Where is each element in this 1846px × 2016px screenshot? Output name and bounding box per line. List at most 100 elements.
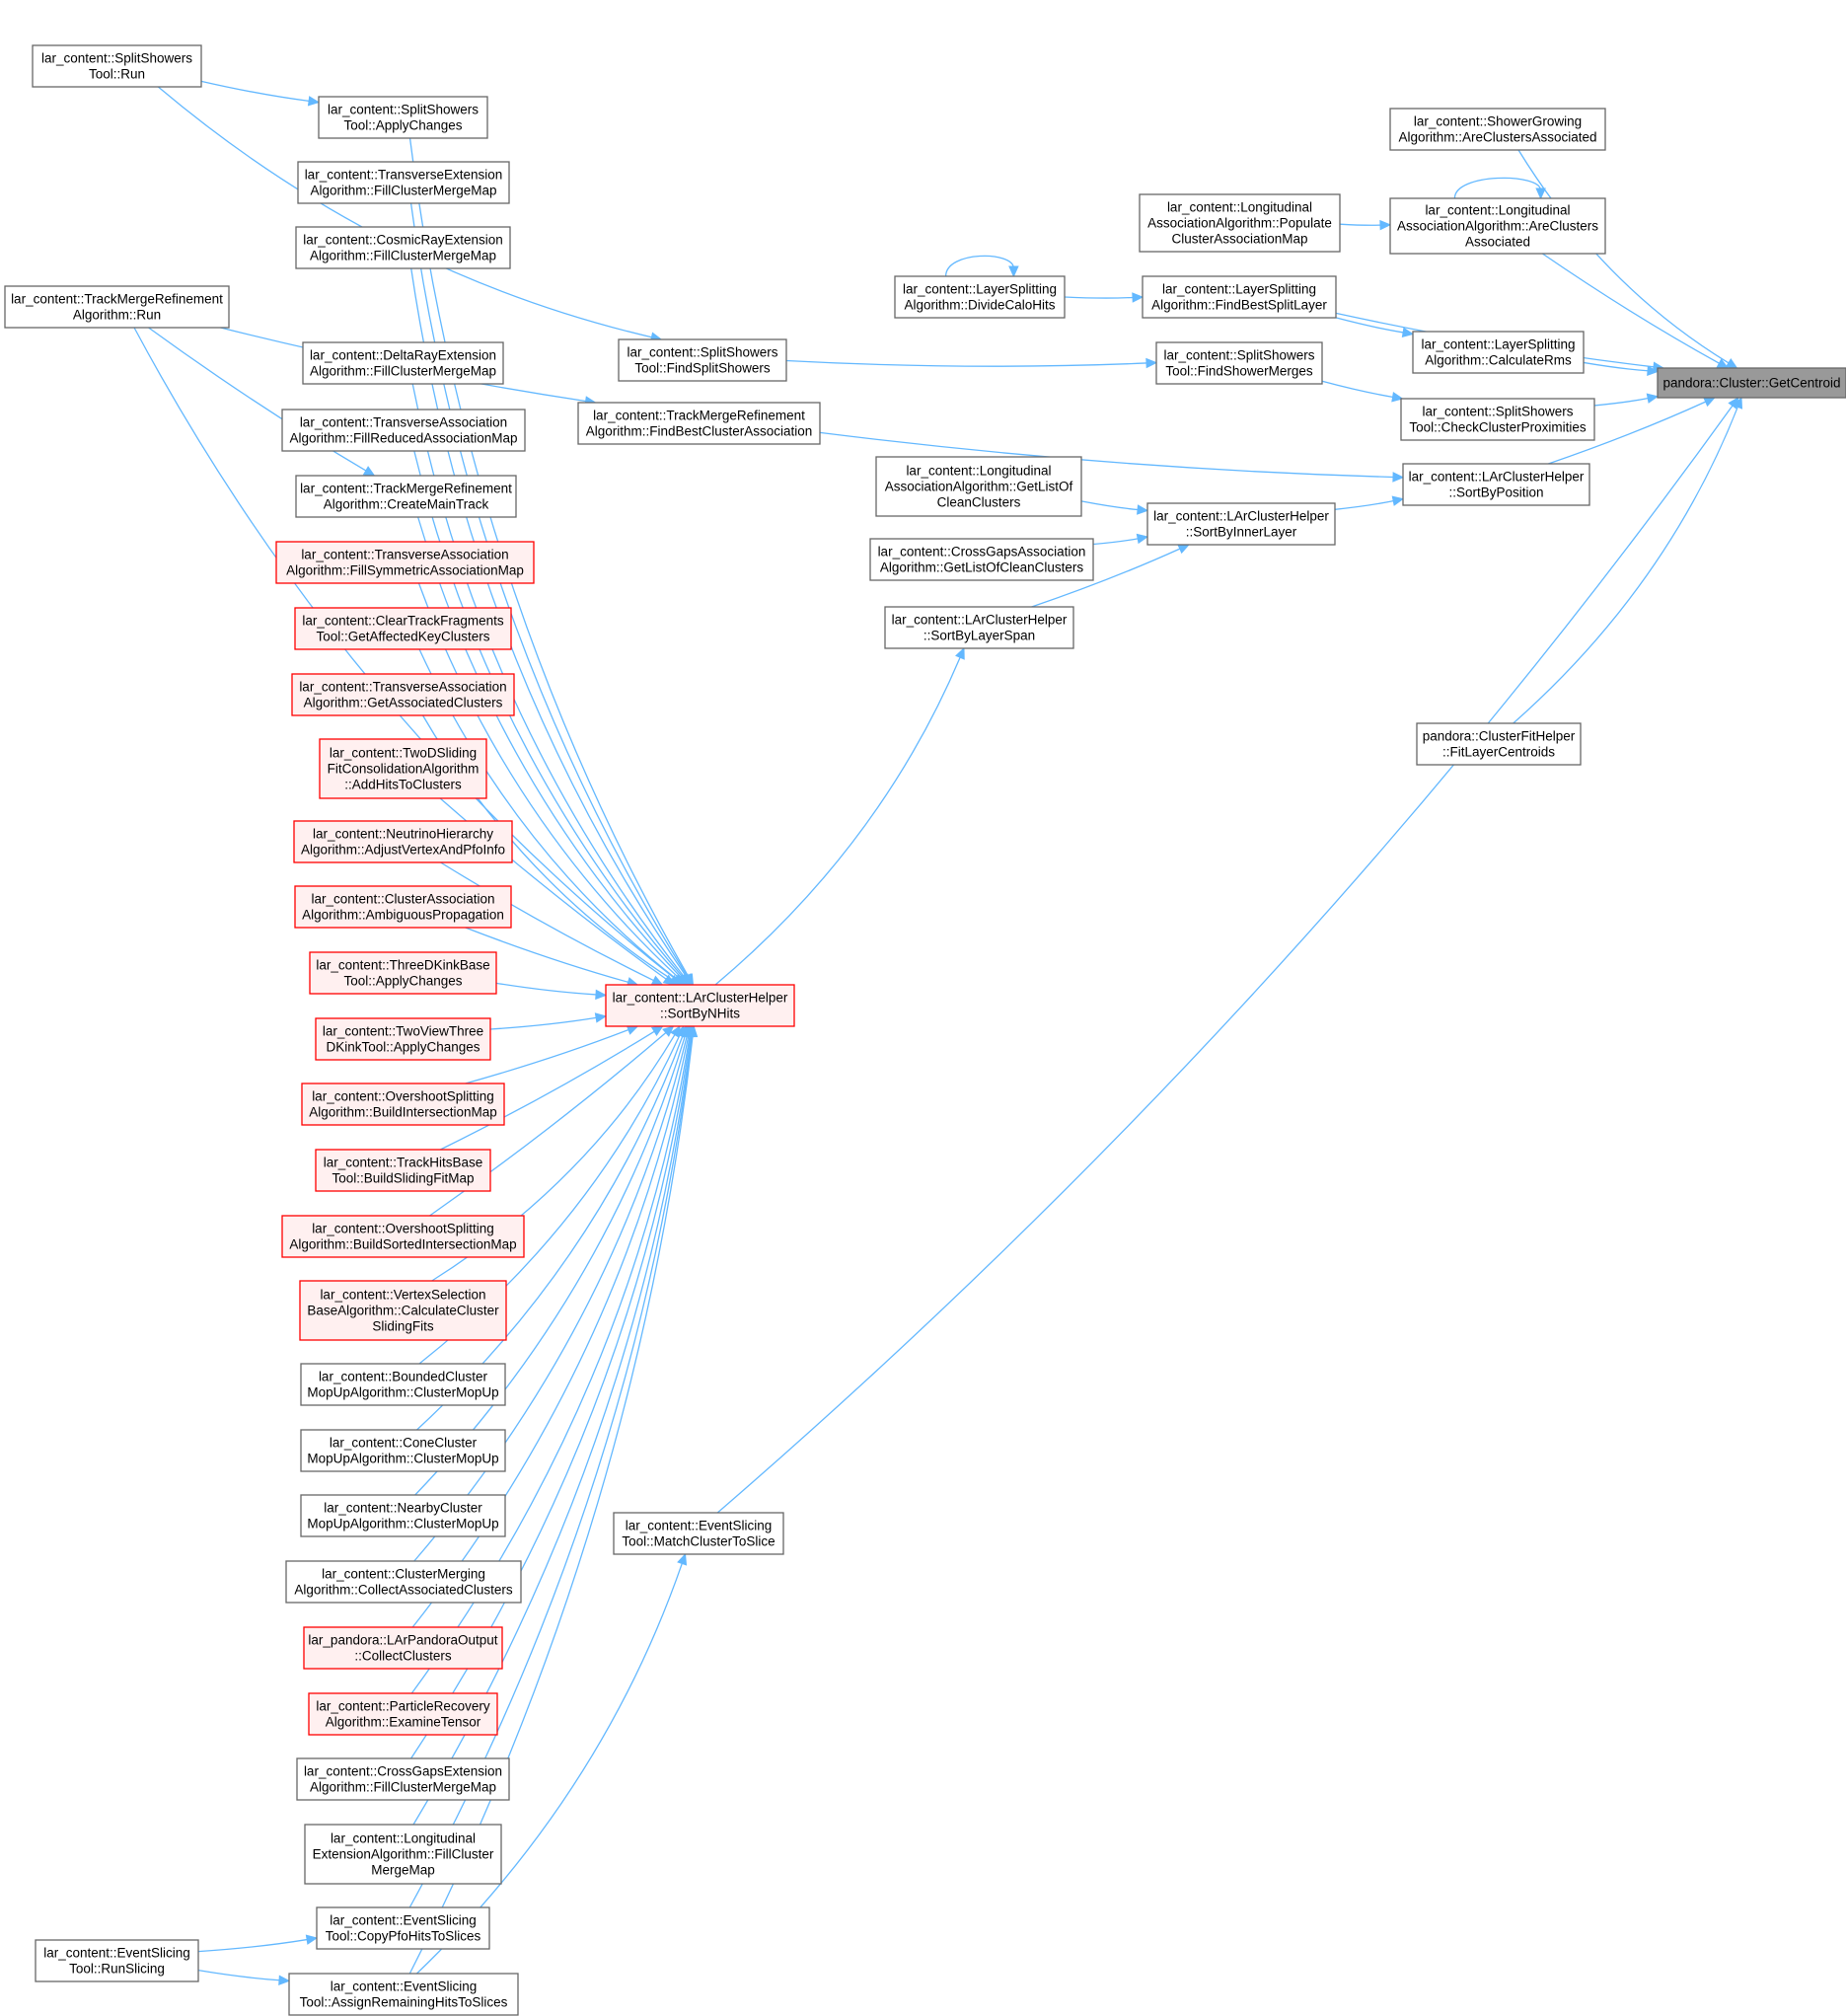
node-label-line: Algorithm::BuildSortedIntersectionMap bbox=[289, 1236, 516, 1251]
edge-line bbox=[197, 1938, 308, 1953]
node-teafcmm[interactable]: lar_content::TransverseExtensionAlgorith… bbox=[297, 161, 510, 204]
node-estmcts[interactable]: lar_content::EventSlicingTool::MatchClus… bbox=[613, 1512, 784, 1555]
node-laaca[interactable]: lar_content::LongitudinalAssociationAlgo… bbox=[1389, 197, 1606, 255]
node-praet[interactable]: lar_content::ParticleRecoveryAlgorithm::… bbox=[308, 1692, 498, 1736]
node-label-line: lar_content::OvershootSplitting bbox=[312, 1221, 494, 1235]
node-box bbox=[295, 226, 511, 269]
node-estrs[interactable]: lar_content::EventSlicingTool::RunSlicin… bbox=[35, 1939, 199, 1982]
node-tmrarun[interactable]: lar_content::TrackMergeRefinementAlgorit… bbox=[4, 285, 230, 329]
node-label-line: MopUpAlgorithm::ClusterMopUp bbox=[307, 1384, 498, 1399]
node-lchsbp[interactable]: lar_content::LArClusterHelper::SortByPos… bbox=[1402, 463, 1590, 506]
edge-sstccp-to-getcentroid bbox=[1593, 393, 1660, 407]
node-sstfsm[interactable]: lar_content::SplitShowersTool::FindShowe… bbox=[1155, 341, 1323, 385]
node-tvtdktac[interactable]: lar_content::TwoViewThreeDKinkTool::Appl… bbox=[315, 1017, 491, 1061]
node-cgaaglocc[interactable]: lar_content::CrossGapsAssociationAlgorit… bbox=[869, 538, 1094, 581]
node-label-line: lar_content::ParticleRecovery bbox=[316, 1698, 490, 1713]
node-creafcmm[interactable]: lar_content::CosmicRayExtensionAlgorithm… bbox=[295, 226, 511, 269]
node-taagac[interactable]: lar_content::TransverseAssociationAlgori… bbox=[291, 673, 515, 716]
edge-arrowhead bbox=[662, 974, 676, 986]
node-box bbox=[288, 1973, 519, 2016]
node-osabim[interactable]: lar_content::OvershootSplittingAlgorithm… bbox=[301, 1083, 505, 1126]
node-ncmuacmu[interactable]: lar_content::NearbyClusterMopUpAlgorithm… bbox=[300, 1494, 506, 1537]
edge-arrowhead bbox=[687, 1024, 699, 1038]
node-label-line: lar_content::ClusterMerging bbox=[322, 1566, 485, 1581]
node-lchsbil[interactable]: lar_content::LArClusterHelper::SortByInn… bbox=[1146, 502, 1336, 546]
node-sgaaca[interactable]: lar_content::ShowerGrowingAlgorithm::Are… bbox=[1389, 108, 1606, 151]
edge-line bbox=[1064, 296, 1134, 299]
edge-arrowhead bbox=[1646, 393, 1660, 404]
node-label-line: ::CollectClusters bbox=[354, 1648, 452, 1663]
node-label-line: Algorithm::AdjustVertexAndPfoInfo bbox=[301, 842, 505, 857]
node-thbtbsfm[interactable]: lar_content::TrackHitsBaseTool::BuildSli… bbox=[315, 1149, 491, 1192]
edge-line bbox=[200, 80, 310, 103]
edge-line bbox=[1321, 380, 1393, 398]
node-label-line: lar_content::LayerSplitting bbox=[903, 281, 1057, 296]
node-estcphts[interactable]: lar_content::EventSlicingTool::CopyPfoHi… bbox=[316, 1906, 490, 1950]
node-getcentroid[interactable]: pandora::Cluster::GetCentroid bbox=[1657, 367, 1846, 399]
node-label-line: lar_content::SplitShowers bbox=[328, 102, 479, 116]
node-box bbox=[275, 541, 535, 584]
edge-line bbox=[465, 1028, 629, 1084]
node-dreafcmm[interactable]: lar_content::DeltaRayExtensionAlgorithm:… bbox=[302, 341, 504, 385]
node-label-line: FitConsolidationAlgorithm bbox=[328, 761, 480, 776]
node-label-line: lar_content::LayerSplitting bbox=[1162, 281, 1316, 296]
edge-laaglocc-to-lchsbil bbox=[1080, 500, 1149, 515]
node-label-line: ::FitLayerCentroids bbox=[1442, 744, 1555, 759]
node-lsadch[interactable]: lar_content::LayerSplittingAlgorithm::Di… bbox=[894, 275, 1066, 319]
node-nhaavapi[interactable]: lar_content::NeutrinoHierarchyAlgorithm:… bbox=[293, 820, 513, 863]
node-caaap[interactable]: lar_content::ClusterAssociationAlgorithm… bbox=[294, 885, 512, 929]
node-taafsam[interactable]: lar_content::TransverseAssociationAlgori… bbox=[275, 541, 535, 584]
node-box bbox=[319, 738, 487, 799]
node-box bbox=[35, 1939, 199, 1982]
node-vsbaccsf[interactable]: lar_content::VertexSelectionBaseAlgorith… bbox=[299, 1280, 507, 1341]
node-lchsbnh[interactable]: lar_content::LArClusterHelper::SortByNHi… bbox=[605, 984, 795, 1027]
node-box bbox=[1389, 197, 1606, 255]
node-leafcmm[interactable]: lar_content::LongitudinalExtensionAlgori… bbox=[304, 1824, 502, 1885]
node-box bbox=[296, 1757, 510, 1801]
node-tmracmt[interactable]: lar_content::TrackMergeRefinementAlgorit… bbox=[295, 475, 517, 518]
node-box bbox=[1146, 502, 1336, 546]
node-label-line: lar_content::ClearTrackFragments bbox=[302, 613, 504, 628]
node-label-line: Algorithm::GetAssociatedClusters bbox=[304, 695, 503, 709]
node-ctftgakc[interactable]: lar_content::ClearTrackFragmentsTool::Ge… bbox=[294, 607, 512, 650]
node-label-line: lar_content::SplitShowers bbox=[1422, 404, 1573, 418]
node-box bbox=[1402, 463, 1590, 506]
edge-line bbox=[1339, 223, 1381, 226]
node-laaglocc[interactable]: lar_content::LongitudinalAssociationAlgo… bbox=[875, 456, 1082, 517]
node-sstac[interactable]: lar_content::SplitShowersTool::ApplyChan… bbox=[318, 96, 488, 139]
node-lpocc[interactable]: lar_pandora::LArPandoraOutput::CollectCl… bbox=[303, 1626, 503, 1670]
edge-tvtdktac-to-lchsbnh bbox=[489, 1012, 608, 1030]
node-tmrafbca[interactable]: lar_content::TrackMergeRefinementAlgorit… bbox=[577, 402, 821, 445]
node-box bbox=[300, 1494, 506, 1537]
node-lsafbsl[interactable]: lar_content::LayerSplittingAlgorithm::Fi… bbox=[1142, 275, 1337, 319]
node-box bbox=[316, 1906, 490, 1950]
node-cmacac[interactable]: lar_content::ClusterMergingAlgorithm::Co… bbox=[285, 1560, 522, 1604]
node-tdkbtac[interactable]: lar_content::ThreeDKinkBaseTool::ApplyCh… bbox=[309, 951, 497, 995]
node-box bbox=[875, 456, 1082, 517]
node-laapcam[interactable]: lar_content::LongitudinalAssociationAlgo… bbox=[1139, 193, 1341, 253]
node-label-line: DKinkTool::ApplyChanges bbox=[326, 1039, 480, 1054]
node-label-line: ::AddHitsToClusters bbox=[344, 777, 462, 791]
node-tdsfcaahtc[interactable]: lar_content::TwoDSlidingFitConsolidation… bbox=[319, 738, 487, 799]
edge-line bbox=[409, 202, 689, 977]
edge-line bbox=[1092, 538, 1139, 546]
node-taafram[interactable]: lar_content::TransverseAssociationAlgori… bbox=[281, 409, 526, 452]
node-label-line: lar_content::CosmicRayExtension bbox=[303, 232, 503, 247]
node-osabsim[interactable]: lar_content::OvershootSplittingAlgorithm… bbox=[281, 1215, 525, 1258]
node-box bbox=[32, 44, 202, 88]
node-cfhflc[interactable]: pandora::ClusterFitHelper::FitLayerCentr… bbox=[1416, 722, 1582, 766]
node-sstfss[interactable]: lar_content::SplitShowersTool::FindSplit… bbox=[618, 338, 787, 382]
node-sstccp[interactable]: lar_content::SplitShowersTool::CheckClus… bbox=[1400, 398, 1595, 441]
node-box bbox=[303, 1626, 503, 1670]
node-cgeafcmm[interactable]: lar_content::CrossGapsExtensionAlgorithm… bbox=[296, 1757, 510, 1801]
node-bcmuacmu[interactable]: lar_content::BoundedClusterMopUpAlgorith… bbox=[300, 1363, 506, 1406]
edge-arrowhead bbox=[362, 466, 376, 477]
node-lsacr[interactable]: lar_content::LayerSplittingAlgorithm::Ca… bbox=[1412, 331, 1585, 374]
node-label-line: Algorithm::FindBestSplitLayer bbox=[1151, 297, 1327, 312]
node-label-line: lar_content::Longitudinal bbox=[331, 1830, 476, 1845]
node-estarhts[interactable]: lar_content::EventSlicingTool::AssignRem… bbox=[288, 1973, 519, 2016]
node-lchsbls[interactable]: lar_content::LArClusterHelper::SortByLay… bbox=[884, 606, 1074, 649]
node-label-line: Algorithm::CalculateRms bbox=[1425, 352, 1572, 367]
node-ccmuacmu[interactable]: lar_content::ConeClusterMopUpAlgorithm::… bbox=[300, 1429, 506, 1472]
